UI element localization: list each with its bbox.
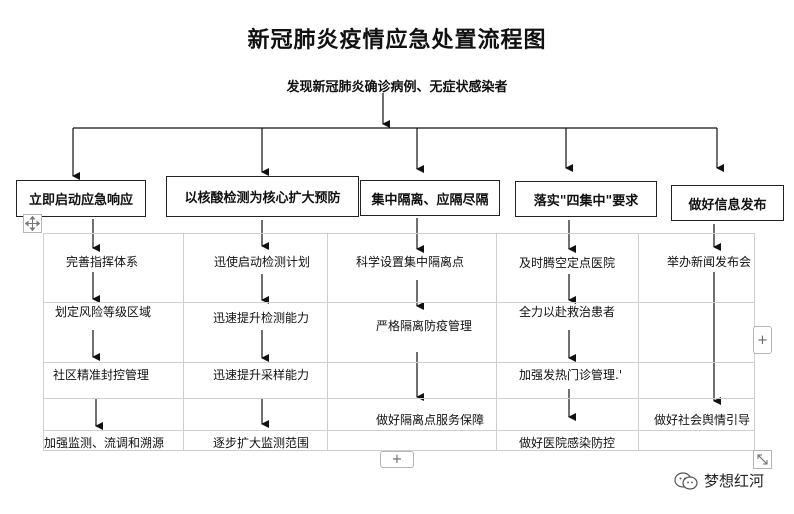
resize-diagonal-icon (757, 454, 768, 465)
watermark-text: 梦想红河 (703, 472, 764, 490)
step-c5-1: 举办新闻发布会 (667, 255, 752, 269)
step-c1-1: 完善指挥体系 (66, 255, 139, 269)
header-box-1: 立即启动应急响应 (16, 180, 146, 217)
step-c1-3: 社区精准封控管理 (53, 368, 150, 382)
step-c4-4: 做好医院感染防控 (519, 436, 616, 450)
add-column-button[interactable]: + (753, 326, 772, 354)
step-c3-1: 科学设置集中隔离点 (356, 255, 465, 269)
trigger-event: 发现新冠肺炎确诊病例、无症状感染者 (286, 80, 508, 95)
step-c3-3: 做好隔离点服务保障 (376, 413, 485, 427)
step-c5-2: 做好社会舆情引导 (654, 413, 751, 427)
step-c2-3: 迅速提升采样能力 (213, 368, 310, 382)
step-c4-1: 及时腾空定点医院 (519, 256, 616, 270)
add-row-button[interactable]: + (380, 451, 414, 468)
header-box-3: 集中隔离、应隔尽隔 (360, 180, 500, 216)
wechat-official-account-icon (674, 471, 698, 490)
table-resize-handle[interactable] (753, 450, 772, 469)
watermark: 梦想红河 (674, 470, 764, 491)
step-c3-2: 严格隔离防疫管理 (376, 319, 473, 333)
header-box-5: 做好信息发布 (671, 185, 784, 221)
header-box-4: 落实"四集中"要求 (515, 181, 657, 217)
step-c4-2: 全力以赴救治患者 (519, 305, 616, 319)
header-box-2: 以核酸检测为核心扩大预防 (166, 176, 359, 217)
move-cross-icon (25, 216, 40, 231)
step-c1-4: 加强监测、流调和溯源 (44, 436, 165, 450)
step-c4-3: 加强发热门诊管理.' (519, 368, 623, 382)
page-title: 新冠肺炎疫情应急处置流程图 (247, 27, 547, 53)
step-c1-2: 划定风险等级区域 (55, 305, 152, 319)
step-c2-2: 迅速提升检测能力 (213, 311, 310, 325)
step-c2-4: 逐步扩大监测范围 (213, 436, 310, 450)
table-move-handle[interactable] (23, 214, 42, 233)
step-c2-1: 迅使启动检测计划 (214, 255, 311, 269)
